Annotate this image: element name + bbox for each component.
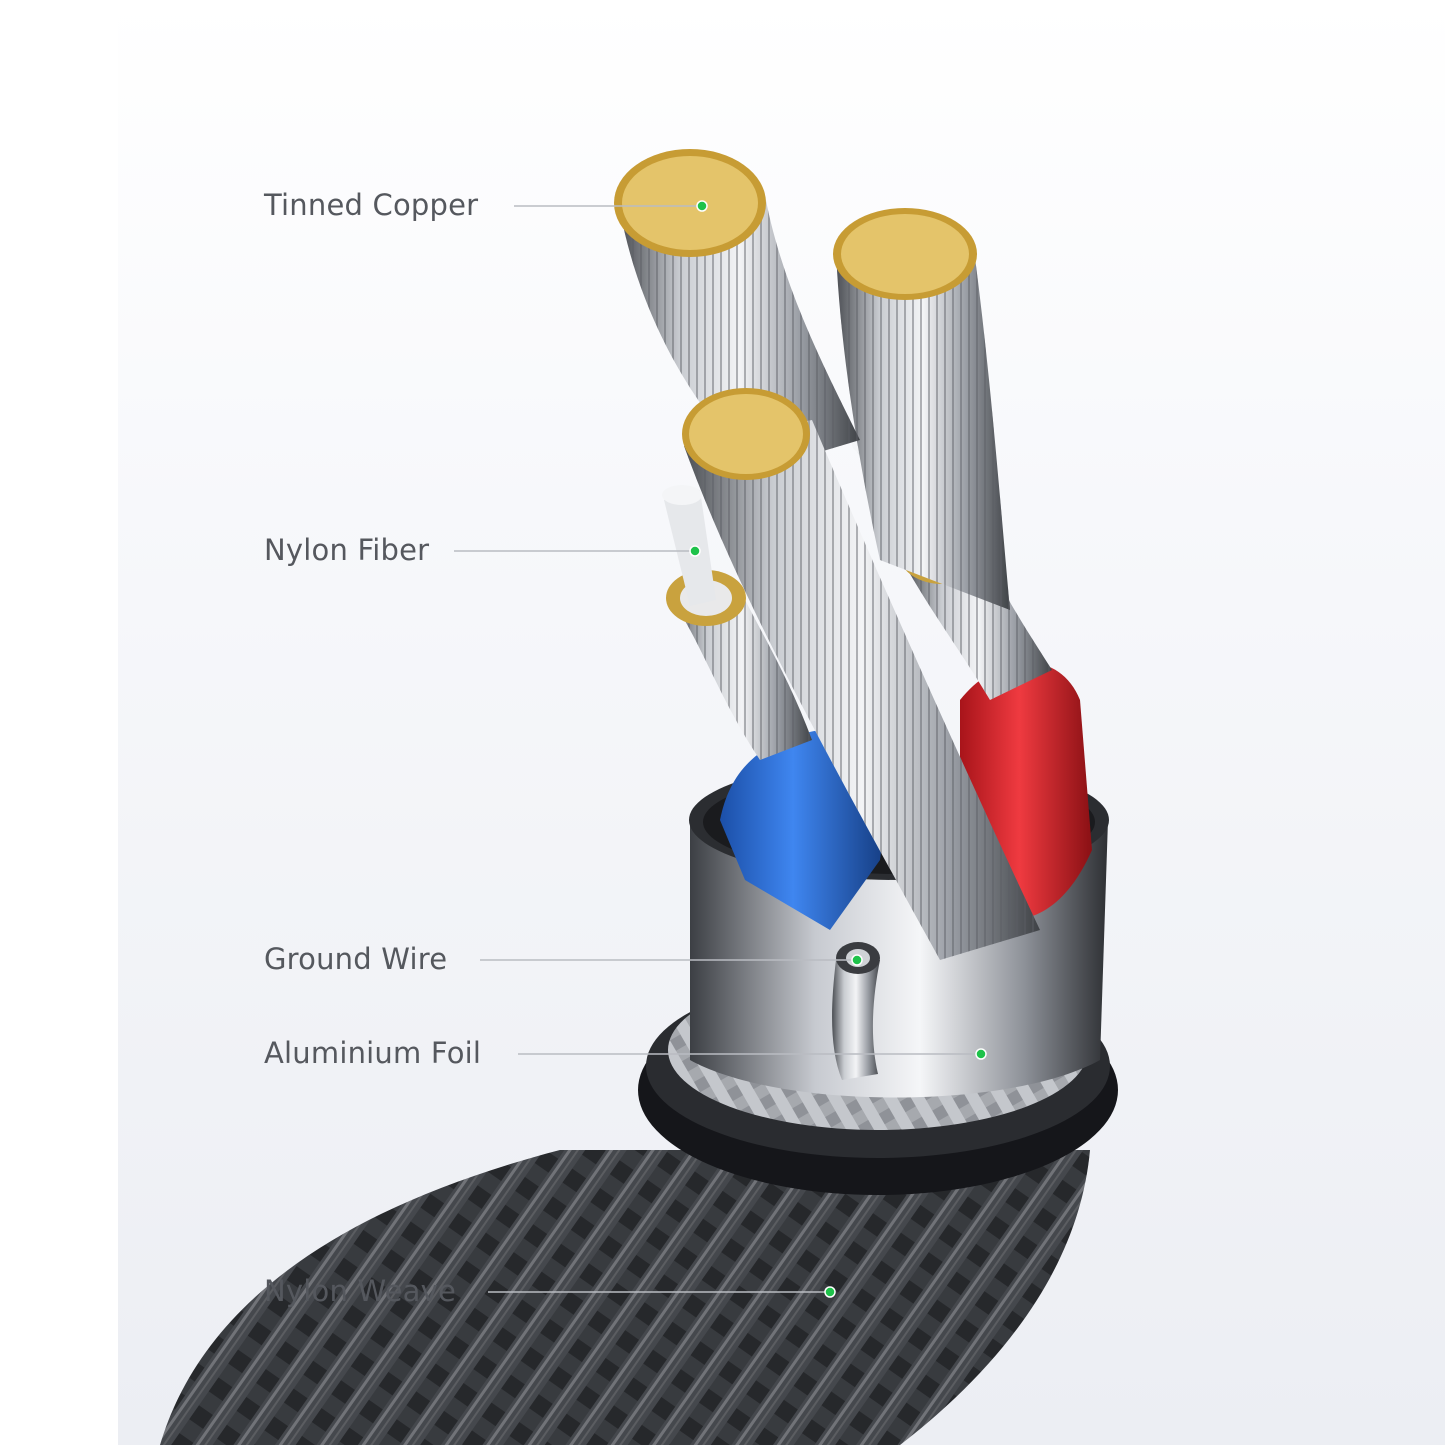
- callout-label-nylon-weave: Nylon Weave: [264, 1274, 457, 1308]
- callout-label-ground-wire: Ground Wire: [264, 942, 448, 976]
- marker-dot-ground-wire: [851, 954, 863, 966]
- marker-dot-aluminium-foil: [975, 1048, 987, 1060]
- callout-label-tinned-copper: Tinned Copper: [264, 188, 479, 222]
- nylon-weave-jacket: [160, 1150, 1090, 1445]
- callout-label-nylon-fiber: Nylon Fiber: [264, 533, 430, 567]
- ground-wire: [832, 960, 880, 1080]
- marker-dot-nylon-weave: [824, 1286, 836, 1298]
- marker-dot-tinned-copper: [696, 200, 708, 212]
- marker-dot-nylon-fiber: [689, 545, 701, 557]
- callout-label-aluminium-foil: Aluminium Foil: [264, 1036, 482, 1070]
